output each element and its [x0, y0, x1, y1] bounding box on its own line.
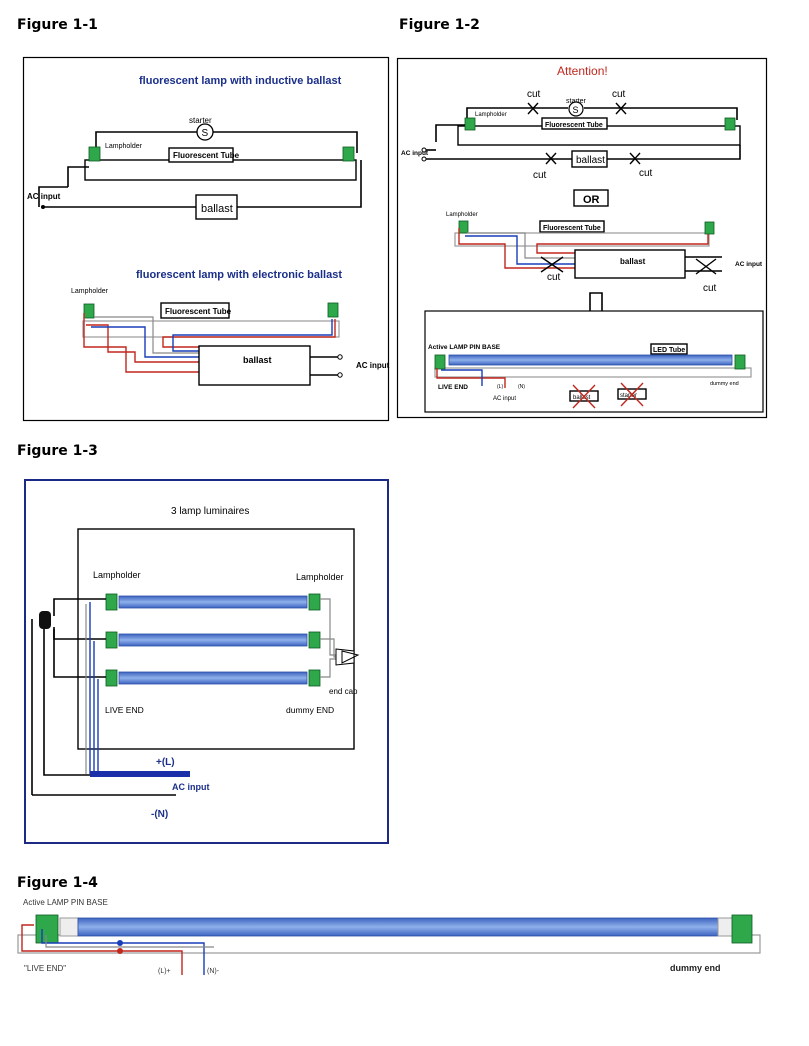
- fig3-terminal-block: [39, 611, 51, 629]
- fig2-ac-input: AC input: [401, 150, 429, 157]
- fig2-or: OR: [583, 194, 600, 206]
- fig4-live-end: "LIVE END": [24, 964, 66, 973]
- figure-1-2-diagram: Attention! cut cut starter S Lampholder …: [396, 57, 768, 419]
- fig3-ac-input: AC input: [172, 782, 210, 792]
- fig2-lampholder-label: Lampholder: [475, 112, 507, 118]
- fig4-holder-left: [35, 914, 59, 944]
- fig2-starter3: starter: [620, 393, 637, 399]
- fig1-ballast: ballast: [201, 203, 233, 215]
- fig3-tube-1: [105, 593, 321, 611]
- lampholder-left: [88, 146, 101, 162]
- figure-1-4-diagram: Active LAMP PIN BASE "LIVE END" (L)+ (N)…: [17, 898, 761, 975]
- fig2-cut-3: cut: [533, 170, 547, 181]
- electronic-ballast-box: [198, 345, 311, 386]
- figure-1-2-label: Figure 1-2: [399, 17, 480, 33]
- figure-1-1-label: Figure 1-1: [17, 17, 98, 33]
- fig4-holder-right: [731, 914, 753, 944]
- fig2-cut-2: cut: [612, 89, 626, 100]
- fig2-active-base: Active LAMP PIN BASE: [428, 344, 501, 351]
- fig2-led-tube: LED Tube: [653, 347, 685, 354]
- lampholder-right-2: [327, 302, 339, 318]
- fig2-pin-n: (N): [518, 384, 525, 390]
- fig2-cut-1: cut: [527, 89, 541, 100]
- lampholder-right: [342, 146, 355, 162]
- figure-1-4-label: Figure 1-4: [17, 875, 98, 891]
- fig2-cut-4: cut: [639, 168, 653, 179]
- fig2-ac-input2: AC input: [735, 261, 763, 268]
- fig2-dummy-end: dummy end: [710, 381, 739, 387]
- fig4-pin-n: (N)-: [207, 968, 220, 975]
- fig1-ballast2: ballast: [243, 355, 272, 365]
- fig3-bus-bar: [90, 771, 190, 777]
- fluorescent-tube: [84, 159, 357, 181]
- fig3-end-cap: end cap: [329, 687, 358, 696]
- figure-1-3-diagram: 3 lamp luminaires Lampholder Lampholder …: [24, 479, 389, 844]
- fig1-tube2-label: Fluorescent Tube: [165, 307, 232, 316]
- fig1-lampholder2-label: Lampholder: [71, 288, 109, 295]
- fig2-live-end: LIVE END: [438, 384, 468, 391]
- fig2-starter-symbol: S: [573, 105, 579, 115]
- fig1-ac-input2: AC input: [356, 361, 390, 370]
- fig1-bottom-title: fluorescent lamp with electronic ballast: [136, 269, 342, 281]
- fig2-ballast: ballast: [576, 155, 605, 166]
- fig1-tube-label: Fluorescent Tube: [173, 151, 240, 160]
- fig2-cut-6: cut: [703, 283, 717, 294]
- fig2-lampholder2-label: Lampholder: [446, 212, 478, 218]
- fig1-starter-symbol: S: [202, 128, 209, 139]
- fig4-pin-l: (L)+: [158, 968, 171, 975]
- fig1-lampholder-label: Lampholder: [105, 143, 143, 150]
- fig3-lampholder-right: Lampholder: [296, 572, 344, 582]
- fig1-top-title: fluorescent lamp with inductive ballast: [139, 75, 342, 87]
- ballast-box: [195, 194, 238, 220]
- fig2-tube-label: Fluorescent Tube: [545, 122, 603, 129]
- fig3-tube-3: [105, 669, 321, 687]
- starter-symbol: [196, 123, 214, 141]
- fig2-attention: Attention!: [557, 64, 608, 78]
- fig1-starter-label: starter: [189, 116, 212, 125]
- fig4-dummy-end: dummy end: [670, 963, 721, 973]
- fig3-dummy-end: dummy END: [286, 705, 334, 715]
- fig4-led-tube: [77, 917, 719, 937]
- figure-1-1-diagram: fluorescent lamp with inductive ballast …: [22, 56, 390, 422]
- fig3-minus-n: -(N): [151, 809, 168, 820]
- fig2-ac-input3: AC input: [493, 396, 516, 402]
- fig2-ballast2: ballast: [620, 257, 646, 266]
- fig3-live-end: LIVE END: [105, 705, 144, 715]
- fig2-cut-5: cut: [547, 272, 561, 283]
- fig4-active-base: Active LAMP PIN BASE: [23, 898, 108, 907]
- fig1-ac-input: AC input: [27, 192, 61, 201]
- fig3-lampholder-left: Lampholder: [93, 570, 141, 580]
- figure-1-3-label: Figure 1-3: [17, 443, 98, 459]
- fig3-plus-l: +(L): [156, 757, 175, 768]
- fig2-tube2-label: Fluorescent Tube: [543, 225, 601, 232]
- fig3-tube-2: [105, 631, 321, 649]
- lampholder-left-2: [83, 303, 95, 319]
- fig2-pin-l: (L): [497, 384, 503, 390]
- fig2-led-tube-graphic: [448, 354, 733, 366]
- fig3-title: 3 lamp luminaires: [171, 506, 249, 517]
